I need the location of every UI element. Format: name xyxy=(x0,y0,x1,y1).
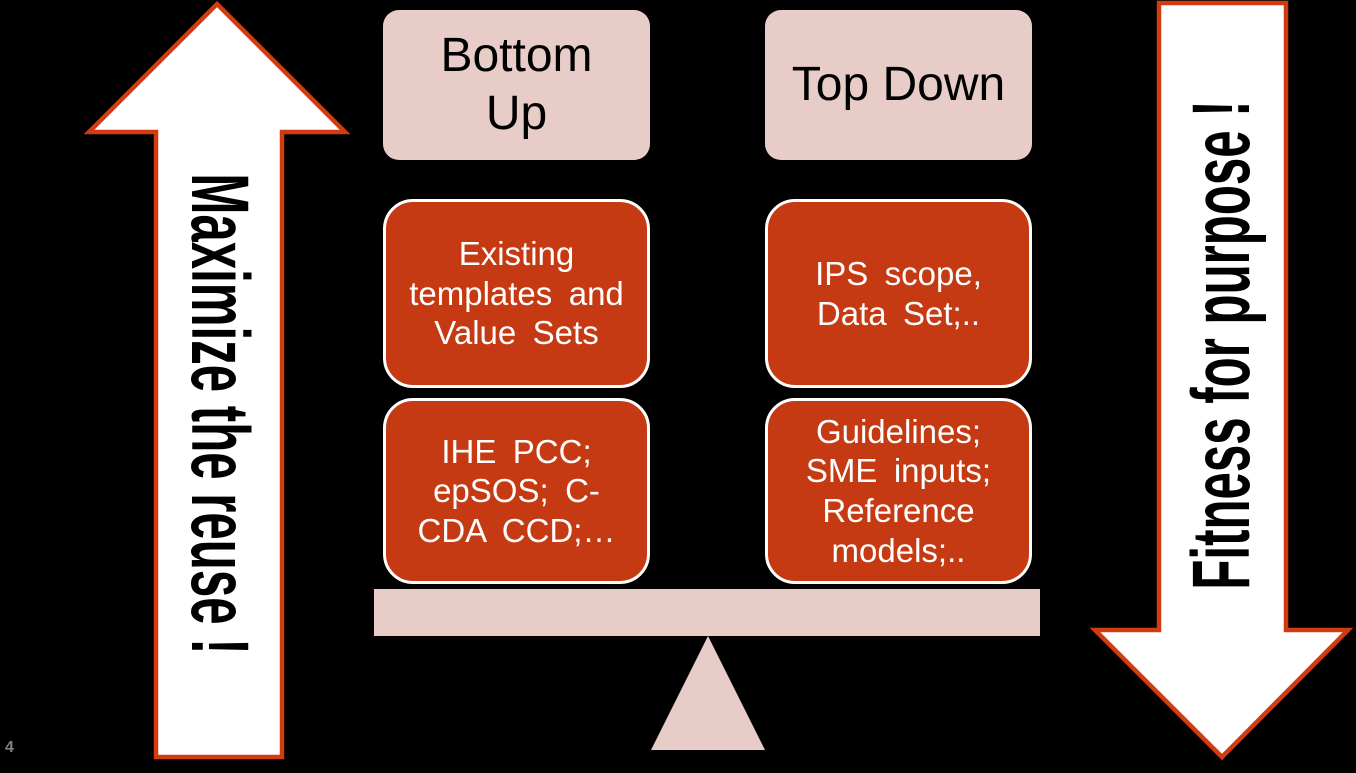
balance-fulcrum-triangle xyxy=(651,636,765,750)
maximize-reuse-text: Maximize the reuse ! xyxy=(174,173,265,655)
slide-page-number: 4 xyxy=(5,739,14,756)
down-arrow-icon xyxy=(1089,0,1354,761)
existing-templates-box: Existing templates and Value Sets xyxy=(383,199,650,388)
fitness-purpose-text: Fitness for purpose ! xyxy=(1176,100,1267,590)
top-down-header: Top Down xyxy=(765,10,1032,160)
up-arrow-icon xyxy=(83,0,351,760)
balance-beam xyxy=(374,589,1040,636)
guidelines-box: Guidelines; SME inputs; Reference models… xyxy=(765,398,1032,584)
bottom-up-header: Bottom Up xyxy=(383,10,650,160)
ips-scope-box: IPS scope, Data Set;.. xyxy=(765,199,1032,388)
ihe-pcc-box: IHE PCC; epSOS; C- CDA CCD;… xyxy=(383,398,650,584)
